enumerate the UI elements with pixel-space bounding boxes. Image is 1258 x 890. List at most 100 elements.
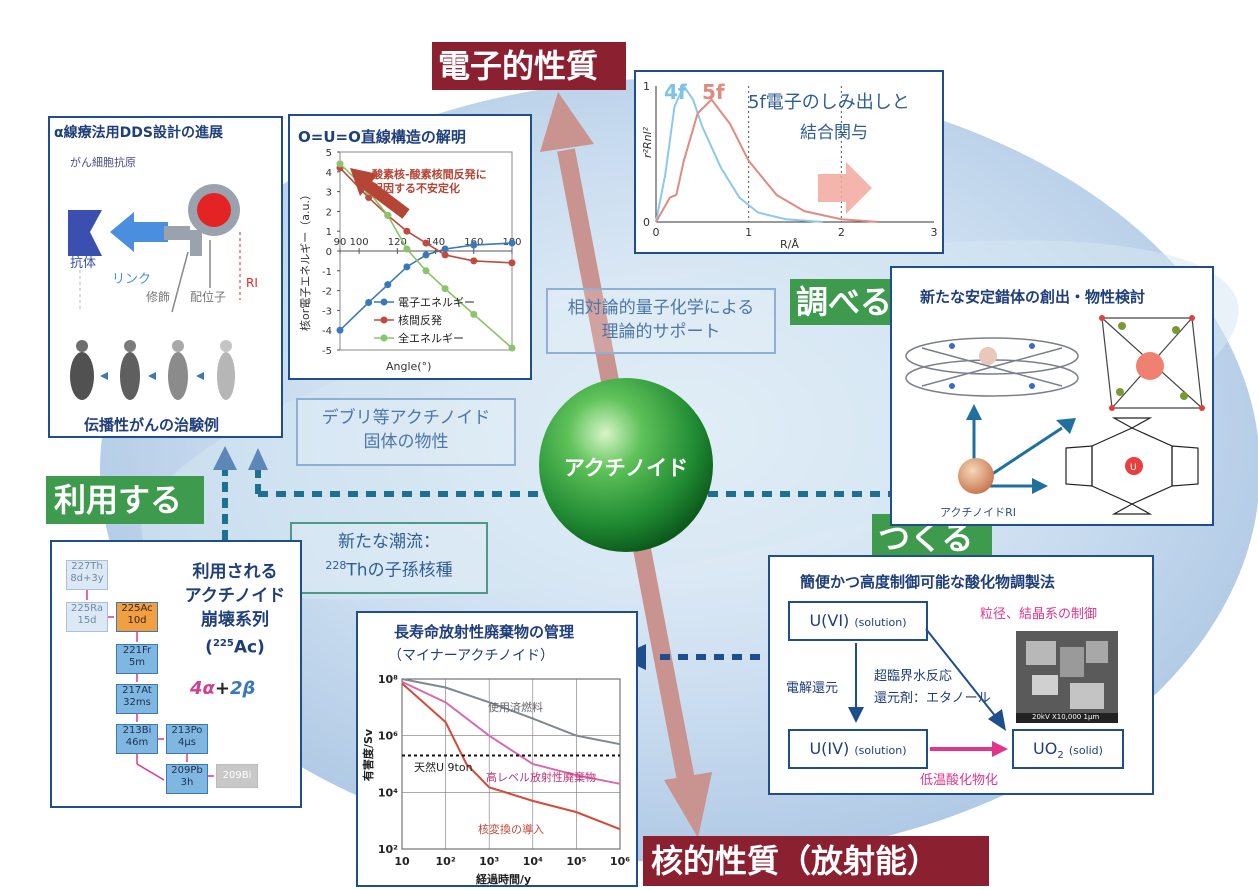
ouo-point: [508, 259, 516, 267]
waste-ylabel: 有害度/Sv: [362, 728, 376, 782]
decay-title-line1: 利用される: [192, 562, 278, 582]
trend-line2-sup: 228: [325, 559, 347, 572]
node-iso: 221Fr: [122, 645, 152, 656]
ouo-annotation-line2: 起因する不安定化: [372, 182, 460, 195]
ouo-annotation-line1: 酸素核-酸素核間反発に: [372, 168, 487, 181]
dds-linker-label: リンク: [112, 272, 152, 287]
ouo-xtick-label: 100: [350, 237, 369, 248]
panel-dds-design: α線療法用DDS設計の進展 がん細胞抗原 抗体 リンク 修飾 配: [48, 116, 283, 438]
u4-label: U(IV): [809, 739, 850, 758]
ouo-ytick-label: 3: [326, 188, 332, 199]
ouo-point: [336, 326, 344, 334]
dds-caption: 伝播性がんの治験例: [84, 416, 220, 434]
waste-natural-u-label: 天然U 9ton: [414, 761, 473, 774]
radial-xtick-label: 1: [745, 226, 752, 239]
node-half: 46m: [125, 737, 149, 748]
radial-ylabel: r²Rnl²: [641, 126, 655, 159]
waste-xlabel: 経過時間/y: [476, 873, 532, 886]
actinide-sphere: [539, 378, 713, 552]
radial-pink-arrow: [818, 162, 872, 214]
decay-title-line2: アクチノイド: [184, 586, 286, 606]
panel-decay-chain: 利用される アクチノイド 崩壊系列 (225Ac) 4α+2β 227Th 8d…: [50, 540, 302, 808]
ouo-point: [422, 251, 430, 259]
radial-xtick-label: 2: [838, 226, 845, 239]
ouo-ytick-label: 4: [326, 168, 332, 179]
u6-label: U(VI): [809, 611, 850, 630]
ouo-ytick-label: -5: [322, 346, 332, 357]
dds-modifier-label: 修飾: [146, 290, 171, 304]
radial-xlabel: R/Å: [780, 238, 799, 251]
node-half: 15d: [77, 615, 97, 626]
dds-antibody-label: 抗体: [70, 256, 97, 271]
ouo-point: [508, 344, 516, 352]
ouo-ytick-label: 0: [326, 247, 332, 258]
ouo-ytick-label: -2: [322, 287, 332, 298]
decay-title-line3: 崩壊系列: [201, 610, 269, 630]
ouo-ytick-label: -1: [322, 267, 332, 278]
relativistic-line1: 相対論的量子化学による: [567, 298, 755, 318]
oxide-lowtemp-label: 低温酸化物化: [920, 773, 999, 788]
oxide-supercrit-line1: 超臨界水反応: [874, 669, 953, 684]
radial-series-line: [655, 98, 879, 223]
waste-series-line: [401, 682, 621, 831]
radial-xtick-label: 0: [653, 226, 660, 239]
ouo-point: [441, 245, 449, 253]
dds-ligand-label: 配位子: [190, 290, 227, 304]
decay-formula-beta: 2β: [229, 678, 256, 699]
5f-title-line2: 結合関与: [800, 123, 868, 143]
trend-line2-text: Thの子孫核種: [346, 560, 453, 581]
ouo-point: [403, 263, 411, 271]
tag-electronic-properties: 電子的性質: [432, 42, 626, 90]
ouo-legend-electron: 電子エネルギー: [398, 296, 475, 309]
waste-spent-fuel-label: 使用済燃料: [488, 701, 543, 714]
complex-ri-label: アクチノイドRI: [940, 506, 1017, 519]
waste-ytick-label: 10⁴: [378, 786, 398, 799]
svg-text:U: U: [1130, 463, 1137, 473]
ouo-red-arrow-head: [350, 168, 378, 196]
ouo-ytick-label: -4: [322, 326, 332, 337]
ouo-point: [422, 267, 430, 275]
u4-box: U(IV) (solution): [788, 729, 928, 769]
dds-illustration: [68, 184, 241, 400]
u4-sub: (solution): [854, 744, 907, 757]
uo2-sub2: 2: [1057, 750, 1064, 762]
ouo-point: [384, 211, 392, 219]
tag-nuclear-properties: 核的性質（放射能）: [643, 836, 989, 886]
ouo-xtick-label: 90: [334, 237, 347, 248]
ouo-ytick-label: 2: [326, 207, 332, 218]
ouo-point: [403, 227, 411, 235]
uo2-box: UO2 (solid): [1012, 729, 1124, 769]
decay-title-line4: (225Ac): [170, 632, 300, 660]
panel-oxide-preparation: 簡便かつ高度制御可能な酸化物調製法 U(VI) (solution) U(IV)…: [768, 555, 1154, 795]
5f-title-line1: 5f電子のしみ出しと: [748, 92, 910, 113]
node-half: 4μs: [178, 737, 196, 748]
ouo-point: [470, 310, 478, 318]
dds-antigen-label: がん細胞抗原: [70, 156, 136, 169]
oxide-particle-label: 粒径、結晶系の制御: [980, 607, 1098, 622]
decay-title-line4-text: Ac): [233, 637, 265, 658]
panel-new-complex: 新たな安定錯体の創出・物性検討: [890, 266, 1214, 526]
waste-xtick-label: 10⁵: [566, 855, 586, 868]
debris-line1: デブリ等アクチノイド: [321, 408, 491, 428]
ouo-series-line: [339, 167, 513, 264]
node-half: 8d+3y: [70, 573, 104, 584]
decay-formula-plus: +: [214, 678, 230, 699]
oxide-title: 簡便かつ高度制御可能な酸化物調製法: [800, 573, 1056, 591]
waste-xtick-label: 10⁶: [610, 855, 630, 868]
ouo-point: [336, 160, 344, 168]
u6-sub: (solution): [854, 616, 907, 629]
decay-node-at217: 217At 32ms: [116, 684, 158, 714]
node-iso: 225Ra: [71, 603, 103, 614]
complex-structures: U: [905, 315, 1205, 515]
ouo-xtick-label: 140: [426, 237, 445, 248]
ouo-xlabel: Angle(°): [386, 360, 432, 373]
ouo-ylabel: 核or電子エネルギー（a.u.）: [299, 189, 312, 331]
decay-node-bi213: 213Bi 46m: [116, 724, 158, 754]
ouo-point: [365, 298, 373, 306]
dds-title: α線療法用DDS設計の進展: [54, 125, 223, 141]
